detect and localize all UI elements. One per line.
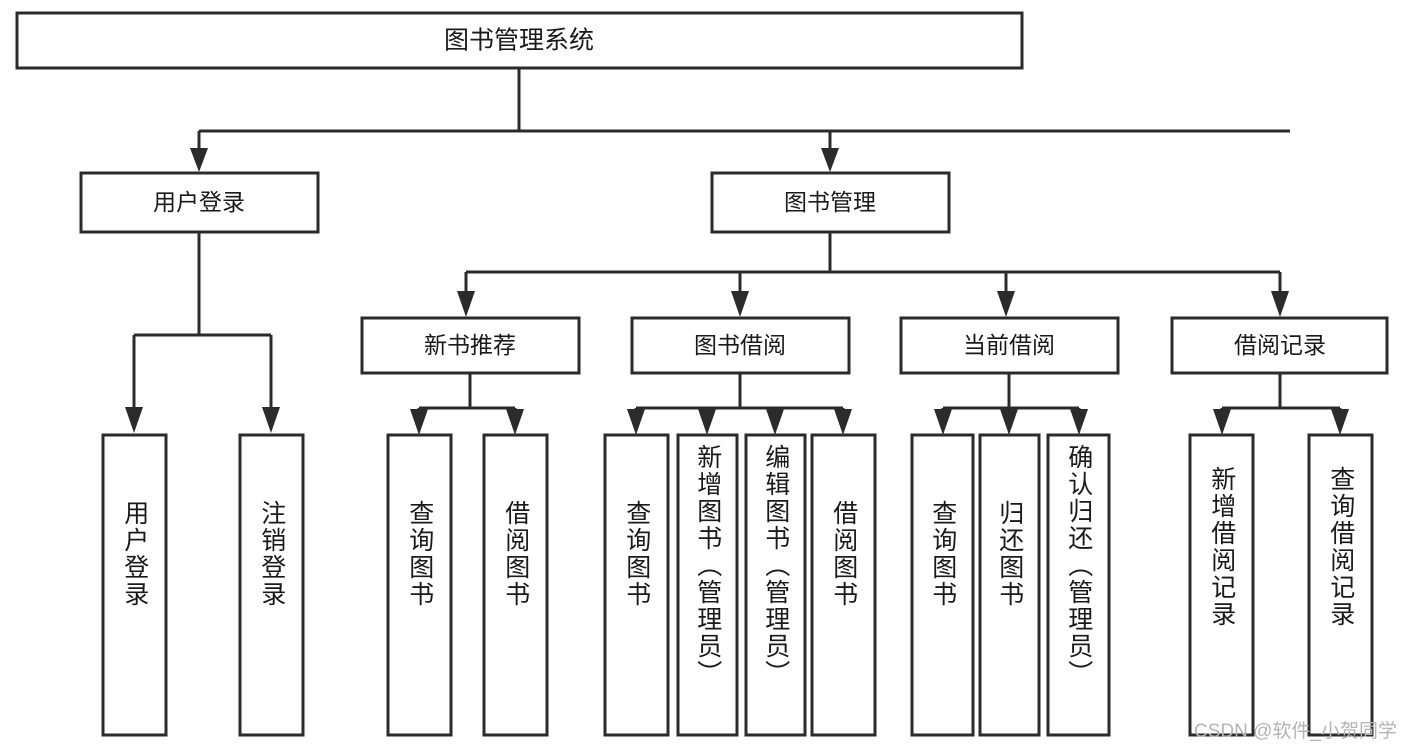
arrow-head-icon [1070,409,1088,435]
new-book-recommend-box [360,316,581,375]
book-management-label: 图书管理 [784,189,876,215]
arrow-head-icon [821,148,839,172]
book-borrow-label: 图书借阅 [694,332,786,358]
watermark: CSDN @软件_小贺同学 [1194,721,1397,742]
connector-book-management-to-level2 [457,232,1289,317]
arrow-head-icon [1271,291,1289,317]
leaf-box-recommend-1[interactable] [386,433,453,737]
arrow-head-icon [410,409,428,435]
leaf-box-record-2[interactable] [1307,433,1374,737]
arrow-head-icon [1331,409,1349,435]
leaf-box-user-login-1[interactable] [101,433,168,737]
arrow-head-icon [627,409,645,435]
leaf-box-borrow-3[interactable] [744,433,807,737]
arrow-head-icon [190,148,208,172]
arrow-head-icon [731,291,749,317]
arrow-head-icon [1213,409,1231,435]
arrow-head-icon [1000,409,1018,435]
connector-current-borrow-to-leaves [934,373,1088,435]
node-root[interactable]: 图书管理系统 [15,11,1024,70]
connector-borrow-record-to-leaves [1213,373,1349,435]
node-new-book-recommend[interactable]: 新书推荐 [360,316,581,375]
borrow-record-label: 借阅记录 [1234,332,1326,358]
user-login-box [79,171,320,234]
node-user-login[interactable]: 用户登录 [79,171,320,234]
root-label: 图书管理系统 [444,27,594,55]
arrow-head-icon [457,291,475,317]
connector-book-borrow-to-leaves [627,373,852,435]
node-book-management[interactable]: 图书管理 [710,171,951,234]
arrow-head-icon [834,409,852,435]
arrow-head-icon [506,409,524,435]
node-borrow-record[interactable]: 借阅记录 [1170,316,1389,375]
arrow-head-icon [262,407,280,433]
leaf-box-current-1[interactable] [910,433,975,737]
leaf-box-record-1[interactable] [1188,433,1255,737]
connector-new-book-recommend-to-leaves [410,373,524,435]
arrow-head-icon [766,409,784,435]
leaf-box-recommend-2[interactable] [482,433,549,737]
arrow-head-icon [125,407,143,433]
user-login-label: 用户登录 [153,189,245,215]
leaf-box-current-3[interactable] [1046,433,1111,737]
arrow-head-icon [698,409,716,435]
current-borrow-label: 当前借阅 [963,332,1055,358]
leaf-box-borrow-4[interactable] [810,433,877,737]
leaf-box-borrow-1[interactable] [603,433,670,737]
root-box [15,11,1024,70]
connector-root-to-level1 [190,68,1290,172]
node-book-borrow[interactable]: 图书借阅 [630,316,851,375]
new-book-recommend-label: 新书推荐 [424,332,516,358]
arrow-head-icon [934,409,952,435]
connector-user-login-to-leaves [125,232,280,433]
leaf-box-current-2[interactable] [978,433,1041,737]
arrow-head-icon [997,291,1015,317]
leaf-box-user-login-2[interactable] [238,433,305,737]
leaf-box-borrow-2[interactable] [676,433,739,737]
node-current-borrow[interactable]: 当前借阅 [899,316,1120,375]
current-borrow-box [899,316,1120,375]
